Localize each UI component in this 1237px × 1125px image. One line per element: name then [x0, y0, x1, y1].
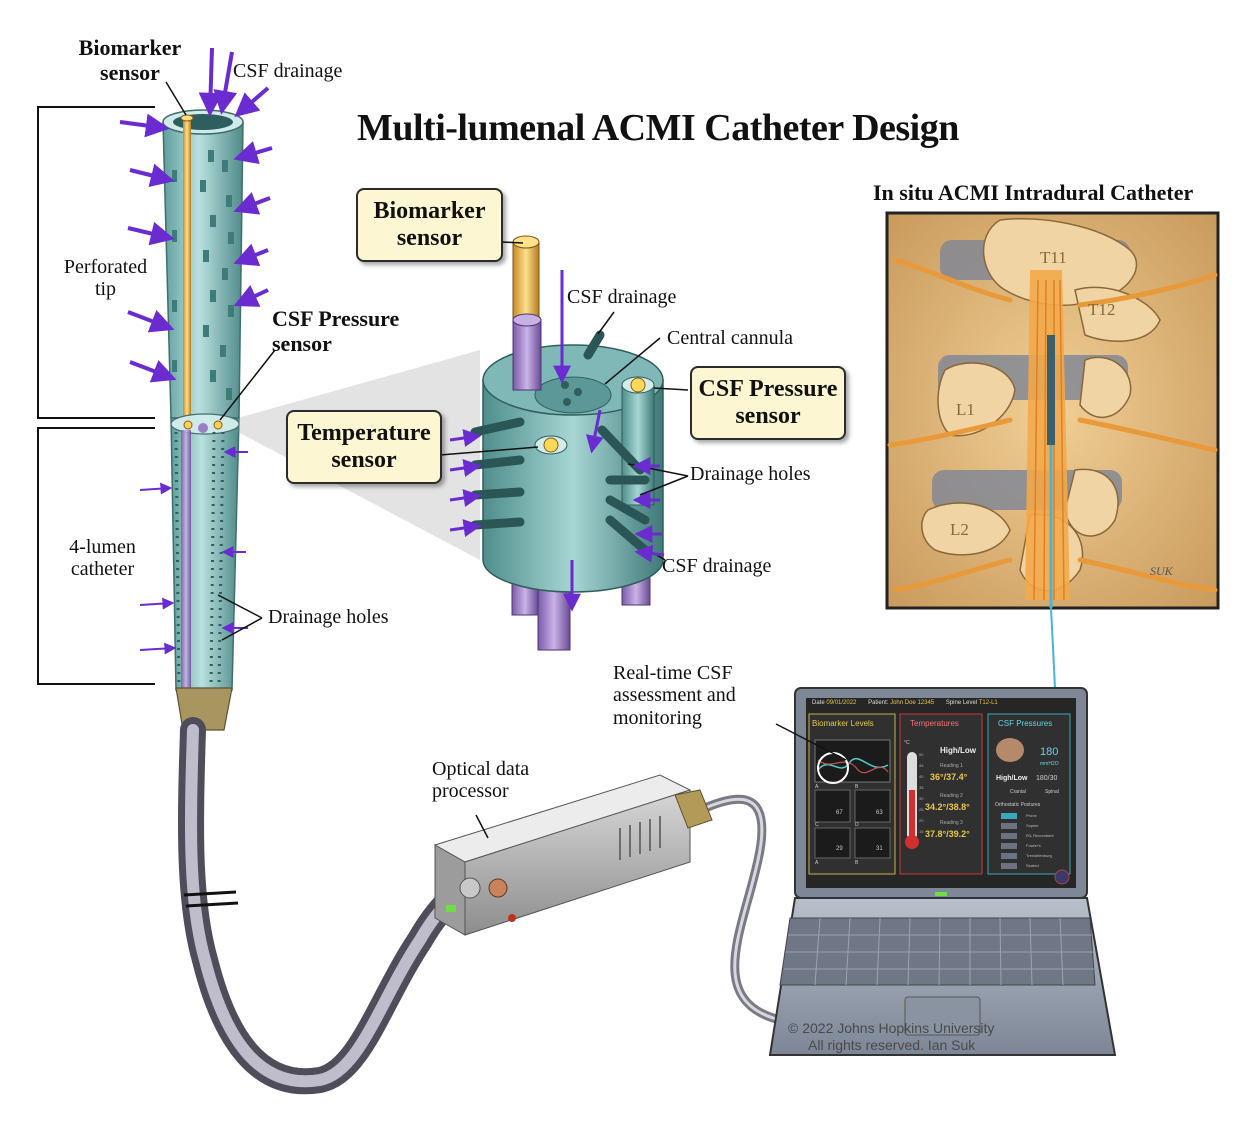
pressure-cranial: Cranial: [1010, 789, 1026, 795]
chart-val-3: 31: [876, 846, 883, 852]
thermo-tick-4: 30: [919, 796, 924, 801]
label-csf-drainage-center: CSF drainage: [567, 286, 677, 308]
cross-section: [439, 235, 689, 651]
perforated-tip-body: [162, 121, 244, 419]
pressure-highlow-value: 180/30: [1036, 775, 1058, 782]
thermo-tick-0: 50: [919, 752, 924, 757]
thermo-tick-1: 45: [919, 763, 924, 768]
thermo-tick-5: 25: [919, 807, 924, 812]
posture-4: Trendelenburg: [1026, 853, 1052, 858]
box-biomarker-sensor: Biomarker sensor: [356, 188, 503, 262]
box-temperature-sensor: Temperature sensor: [286, 410, 442, 484]
box-csf-pressure-sensor: CSF Pressure sensor: [690, 366, 846, 440]
leaders-left: [165, 81, 276, 641]
four-lumen-bracket: [37, 427, 155, 685]
posture-1: Supine: [1026, 823, 1039, 828]
label-drainage-holes-left: Drainage holes: [268, 606, 389, 628]
label-insitu-title: In situ ACMI Intradural Catheter: [873, 180, 1194, 205]
break-mark: [183, 890, 237, 897]
signature: SUK: [1150, 564, 1173, 578]
copyright-line2: All rights reserved. Ian Suk: [808, 1037, 976, 1053]
chart-val-2: 29: [836, 846, 843, 852]
label-realtime: Real-time CSF assessment and monitoring: [613, 662, 736, 729]
fiber-to-laptop: [1050, 607, 1056, 689]
label-four-lumen: 4-lumen catheter: [69, 536, 136, 581]
label-biomarker-top: Biomarker sensor: [78, 35, 182, 85]
pressure-value: 180: [1040, 746, 1059, 758]
page-title: Multi-lumenal ACMI Catheter Design: [357, 107, 959, 149]
reading3-label: Reading 3: [940, 820, 963, 826]
screen-header: Date 09/01/2022 Patient: John Doe 12345 …: [812, 700, 998, 706]
laptop: [768, 687, 1117, 1056]
reading3-value: 37.8°/39.2°: [925, 829, 970, 839]
vertebra-l2: L2: [950, 520, 969, 539]
reading1-label: Reading 1: [940, 763, 963, 769]
label-csf-drainage-bottom: CSF drainage: [662, 555, 772, 577]
inflow-arrows-lumen: [139, 446, 248, 655]
temp-unit: °C: [904, 740, 910, 746]
vertebra-t11: T11: [1040, 248, 1067, 267]
chart-id-3: D: [855, 822, 859, 828]
reading2-value: 34.2°/38.8°: [925, 802, 970, 812]
panel-biomarker-title: Biomarker Levels: [812, 719, 874, 728]
perforated-tip-bracket: [37, 106, 155, 419]
label-csf-drainage-top: CSF drainage: [233, 60, 343, 82]
label-drainage-holes-center: Drainage holes: [690, 463, 811, 485]
posture-2: R/L Recumbent: [1026, 833, 1054, 838]
chart-id-5: B: [855, 860, 859, 866]
vertebra-t12: T12: [1088, 300, 1116, 319]
label-central-cannula: Central cannula: [667, 327, 794, 349]
pressure-unit: mmH2O: [1040, 761, 1059, 767]
chart-id-0: A: [815, 784, 819, 790]
thermo-tick-7: 15: [919, 829, 924, 834]
label-csf-pressure-left: CSF Pressure sensor: [272, 306, 400, 356]
chart-val-1: 63: [876, 810, 883, 816]
chart-id-1: B: [855, 784, 859, 790]
reading2-label: Reading 2: [940, 793, 963, 799]
purple-lumen: [181, 430, 191, 690]
temp-highlow: High/Low: [940, 746, 976, 755]
posture-0: Prone: [1026, 813, 1037, 818]
box-biomarker-text: Biomarker sensor: [373, 198, 486, 251]
pressure-highlow-label: High/Low: [996, 775, 1028, 782]
copyright-line1: © 2022 Johns Hopkins University: [788, 1020, 995, 1036]
vertebra-l1: L1: [956, 400, 975, 419]
thermo-tick-6: 20: [919, 818, 924, 823]
posture-3: Fowler's: [1026, 843, 1041, 848]
reading1-value: 36°/37.4°: [930, 772, 968, 782]
panel-pressure-title: CSF Pressures: [998, 719, 1053, 728]
box-temperature-text: Temperature sensor: [297, 420, 431, 473]
chart-val-0: 67: [836, 810, 843, 816]
label-perforated-tip: Perforated tip: [63, 256, 148, 301]
chart-id-2: C: [815, 822, 819, 828]
biomarker-fiber: [183, 118, 191, 418]
inflow-arrows-tip: [119, 47, 273, 383]
spine-inset: [885, 211, 1220, 610]
thermo-tick-3: 35: [919, 785, 924, 790]
pressure-spinal: Spinal: [1045, 789, 1059, 795]
box-pressure-text: CSF Pressure sensor: [698, 376, 838, 429]
posture-5: Seated: [1026, 863, 1039, 868]
thermo-tick-2: 40: [919, 774, 924, 779]
label-optical-processor: Optical data processor: [432, 758, 530, 803]
panel-temp-title: Temperatures: [910, 719, 959, 728]
orthostatic-title: Orthostatic Postures: [995, 802, 1041, 808]
chart-id-4: A: [815, 860, 819, 866]
optical-processor: [433, 774, 785, 1025]
